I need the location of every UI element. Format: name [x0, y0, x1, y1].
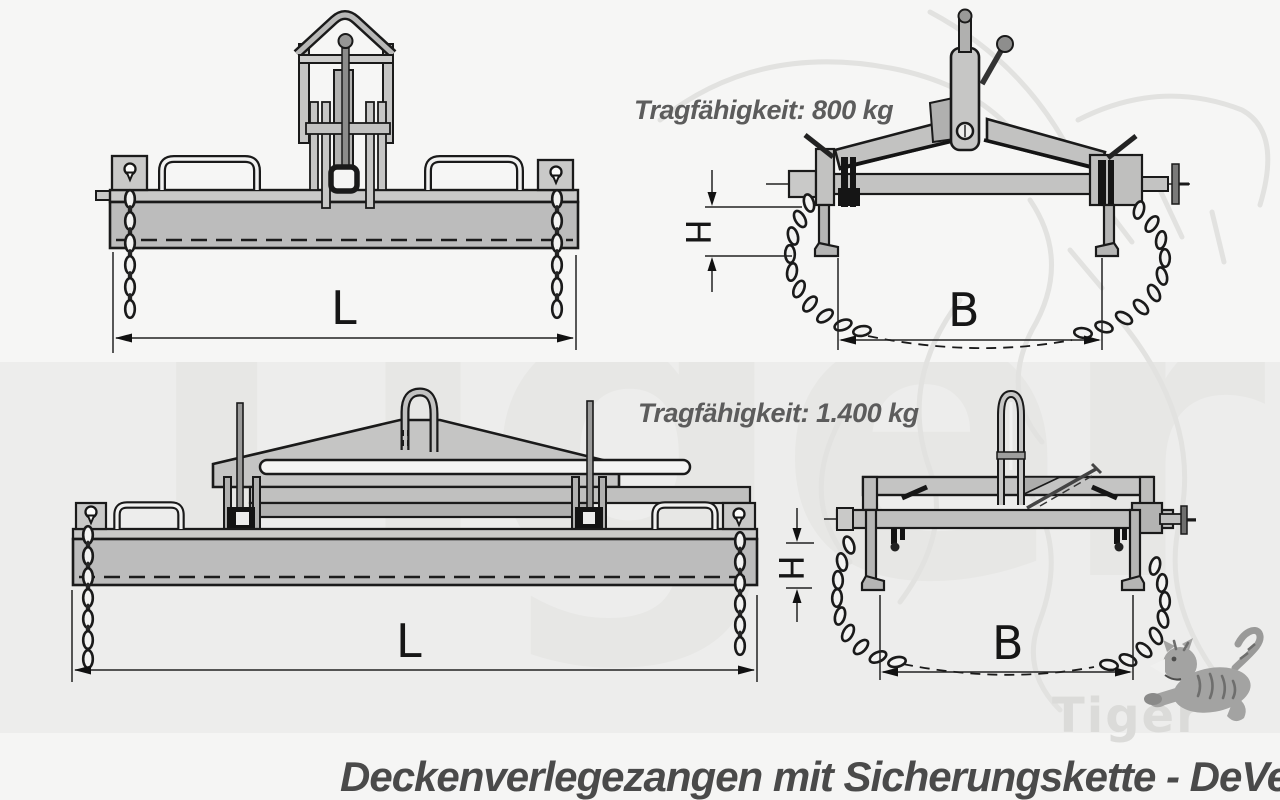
dimension-L: [112, 252, 577, 353]
tiger-mascot-icon: [1144, 627, 1264, 722]
side-view-800kg-drawing: [705, 8, 1195, 350]
dim-label-B-1400: B: [992, 616, 1024, 670]
dim-label-B-800: B: [948, 283, 980, 337]
safety-chain: [830, 533, 1172, 676]
dimension-H: [705, 170, 802, 292]
dimension-B: [879, 595, 1134, 680]
side-view-1400kg-drawing: [786, 389, 1196, 680]
dim-label-L-1400: L: [396, 614, 422, 668]
capacity-label-1400kg: Tragfähigkeit: 1.400 kg: [638, 398, 919, 428]
dimension-H: [786, 508, 814, 622]
dim-label-H-1400: H: [769, 555, 810, 581]
tiger-watermark-art-icon: [657, 9, 1271, 713]
page-title: Deckenverlegezangen mit Sicherungskette …: [340, 753, 1280, 800]
front-view-1400kg-drawing: [71, 387, 759, 682]
safety-chain: [783, 191, 1172, 349]
bottom-background-band: [0, 733, 1280, 800]
front-view-800kg-drawing: [95, 10, 580, 353]
dimension-L: [71, 590, 758, 682]
dimension-B: [837, 258, 1103, 350]
capacity-label-800kg: Tragfähigkeit: 800 kg: [634, 95, 894, 125]
dim-label-H-800: H: [676, 219, 717, 245]
dim-label-L-800: L: [331, 281, 357, 335]
